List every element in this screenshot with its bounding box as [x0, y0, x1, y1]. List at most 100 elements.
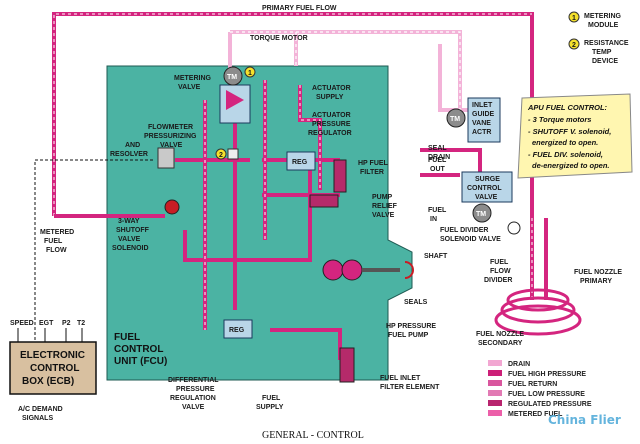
label-divider-sol-0: FUEL DIVIDER	[440, 227, 489, 234]
note-line-2: energized to open.	[532, 138, 598, 147]
label-actuator-supply-0: ACTUATOR	[312, 85, 351, 92]
ecb-input-speed: SPEED	[10, 320, 34, 327]
label-inlet-filter-1: FILTER ELEMENT	[380, 384, 440, 391]
legend-swatch-return	[488, 380, 502, 386]
label-flowmeter-0: FLOWMETER	[148, 124, 193, 131]
label-diff-3: VALVE	[182, 404, 205, 411]
label-apr-2: REGULATOR	[308, 130, 352, 137]
key-num-2: 2	[572, 42, 576, 49]
key-text-1b: MODULE	[588, 22, 619, 29]
reg-actuator-label: REG	[292, 159, 308, 166]
metering-valve-symbol	[226, 90, 244, 110]
note-line-1: - SHUTOFF V. solenoid,	[528, 127, 611, 136]
shutoff-solenoid	[164, 199, 180, 215]
legend-label-hp: FUEL HIGH PRESSURE	[508, 371, 586, 378]
key-marker-1	[244, 66, 256, 78]
ecb-label-2: BOX (ECB)	[22, 376, 74, 387]
ecb-box	[9, 341, 97, 395]
label-fuel-out-0: FUEL	[428, 157, 447, 164]
label-fuel-in-0: FUEL	[428, 207, 447, 214]
label-nozzle-primary-1: PRIMARY	[580, 278, 612, 285]
hp-fuel-filter	[333, 159, 347, 193]
label-metered-2: FLOW	[46, 247, 67, 254]
label-hp-pump-1: FUEL PUMP	[388, 332, 429, 339]
tm-label-3: TM	[476, 211, 486, 218]
label-diff-1: PRESSURE	[176, 386, 215, 393]
label-inlet-filter-0: FUEL INLET	[380, 375, 421, 382]
note-line-4: de-energized to open.	[532, 161, 610, 170]
igv-label-3: ACTR	[472, 129, 491, 136]
ecb-input-t2: T2	[77, 320, 85, 327]
label-primary-fuel-flow: PRIMARY FUEL FLOW	[262, 5, 337, 12]
label-shutoff-0: 3-WAY	[118, 218, 140, 225]
watermark: China Flier	[548, 413, 621, 427]
igv-label-0: INLET	[472, 102, 493, 109]
fuel-nozzle-coils	[494, 288, 582, 336]
ecb-input-p2: P2	[62, 320, 71, 327]
ecb-input-arrows	[17, 328, 83, 342]
legend-swatch-drain	[488, 360, 502, 366]
note-title: APU FUEL CONTROL:	[527, 103, 608, 112]
scv-label-1: CONTROL	[467, 185, 502, 192]
label-metering-valve-1: VALVE	[178, 84, 201, 91]
key-text-1a: METERING	[584, 13, 622, 20]
fcu-body	[106, 65, 413, 381]
reg-differential-label: REG	[229, 327, 245, 334]
label-metered-1: FUEL	[44, 238, 63, 245]
resistance-temp-device	[227, 148, 239, 160]
label-flowmeter-2: VALVE	[160, 142, 183, 149]
label-relief-1: RELIEF	[372, 203, 398, 210]
scv-label-2: VALVE	[475, 194, 498, 201]
inlet-guide-vane-actr	[467, 97, 501, 143]
label-actuator-supply-1: SUPPLY	[316, 94, 344, 101]
torque-motor-scv	[472, 203, 492, 223]
flowmeter-resolver	[157, 147, 175, 169]
label-flow-divider-1: FLOW	[490, 268, 511, 275]
label-apr-0: ACTUATOR	[312, 112, 351, 119]
pump-relief-valve	[309, 194, 339, 208]
legend-label-drain: DRAIN	[508, 361, 530, 368]
label-and-resolver-0: AND	[125, 142, 140, 149]
label-hp-filter-1: FILTER	[360, 169, 384, 176]
label-shutoff-1: SHUTOFF	[116, 227, 150, 234]
legend-swatch-reg	[488, 400, 502, 406]
surge-control-valve	[461, 171, 513, 203]
key-circle-2	[568, 38, 580, 50]
label-seals: SEALS	[404, 299, 428, 306]
key-text-2a: RESISTANCE	[584, 40, 629, 47]
label-shutoff-2: VALVE	[118, 236, 141, 243]
label-fuel-out-1: OUT	[430, 166, 446, 173]
label-fcu-0: FUEL	[114, 332, 140, 343]
legend-label-lp: FUEL LOW PRESSURE	[508, 391, 585, 398]
igv-label-1: GUIDE	[472, 111, 495, 118]
legend-swatch-metered	[488, 410, 502, 416]
note-line-3: - FUEL DIV. solenoid,	[528, 150, 603, 159]
key-marker-2-text: 2	[219, 152, 223, 159]
torque-motor-igv	[446, 108, 466, 128]
legend-label-return: FUEL RETURN	[508, 381, 557, 388]
label-diff-2: REGULATION	[170, 395, 216, 402]
legend-label-reg: REGULATED PRESSURE	[508, 401, 592, 408]
tm-label-1: TM	[227, 74, 237, 81]
tm-label-2: TM	[450, 116, 460, 123]
legend: DRAIN FUEL HIGH PRESSURE FUEL RETURN FUE…	[488, 360, 592, 418]
hp-pump-gear-b	[341, 259, 363, 281]
label-shaft: SHAFT	[424, 253, 448, 260]
label-metered-0: METERED	[40, 229, 74, 236]
label-relief-0: PUMP	[372, 194, 393, 201]
legend-swatch-hp	[488, 370, 502, 376]
ecb-signal-line	[34, 159, 155, 350]
key-text-2c: DEVICE	[592, 58, 618, 65]
legend-swatch-lp	[488, 390, 502, 396]
label-fuel-in-1: IN	[430, 216, 437, 223]
label-hp-pump-0: HP PRESSURE	[386, 323, 436, 330]
label-flow-divider-0: FUEL	[490, 259, 509, 266]
label-nozzle-secondary-1: SECONDARY	[478, 340, 523, 347]
igv-label-2: VANE	[472, 120, 491, 127]
label-fcu-2: UNIT (FCU)	[114, 356, 167, 367]
key-circle-1	[568, 11, 580, 23]
torque-motor-metering	[223, 66, 243, 86]
label-flow-divider-2: DIVIDER	[484, 277, 512, 284]
diagram-title: GENERAL - CONTROL	[262, 430, 364, 441]
